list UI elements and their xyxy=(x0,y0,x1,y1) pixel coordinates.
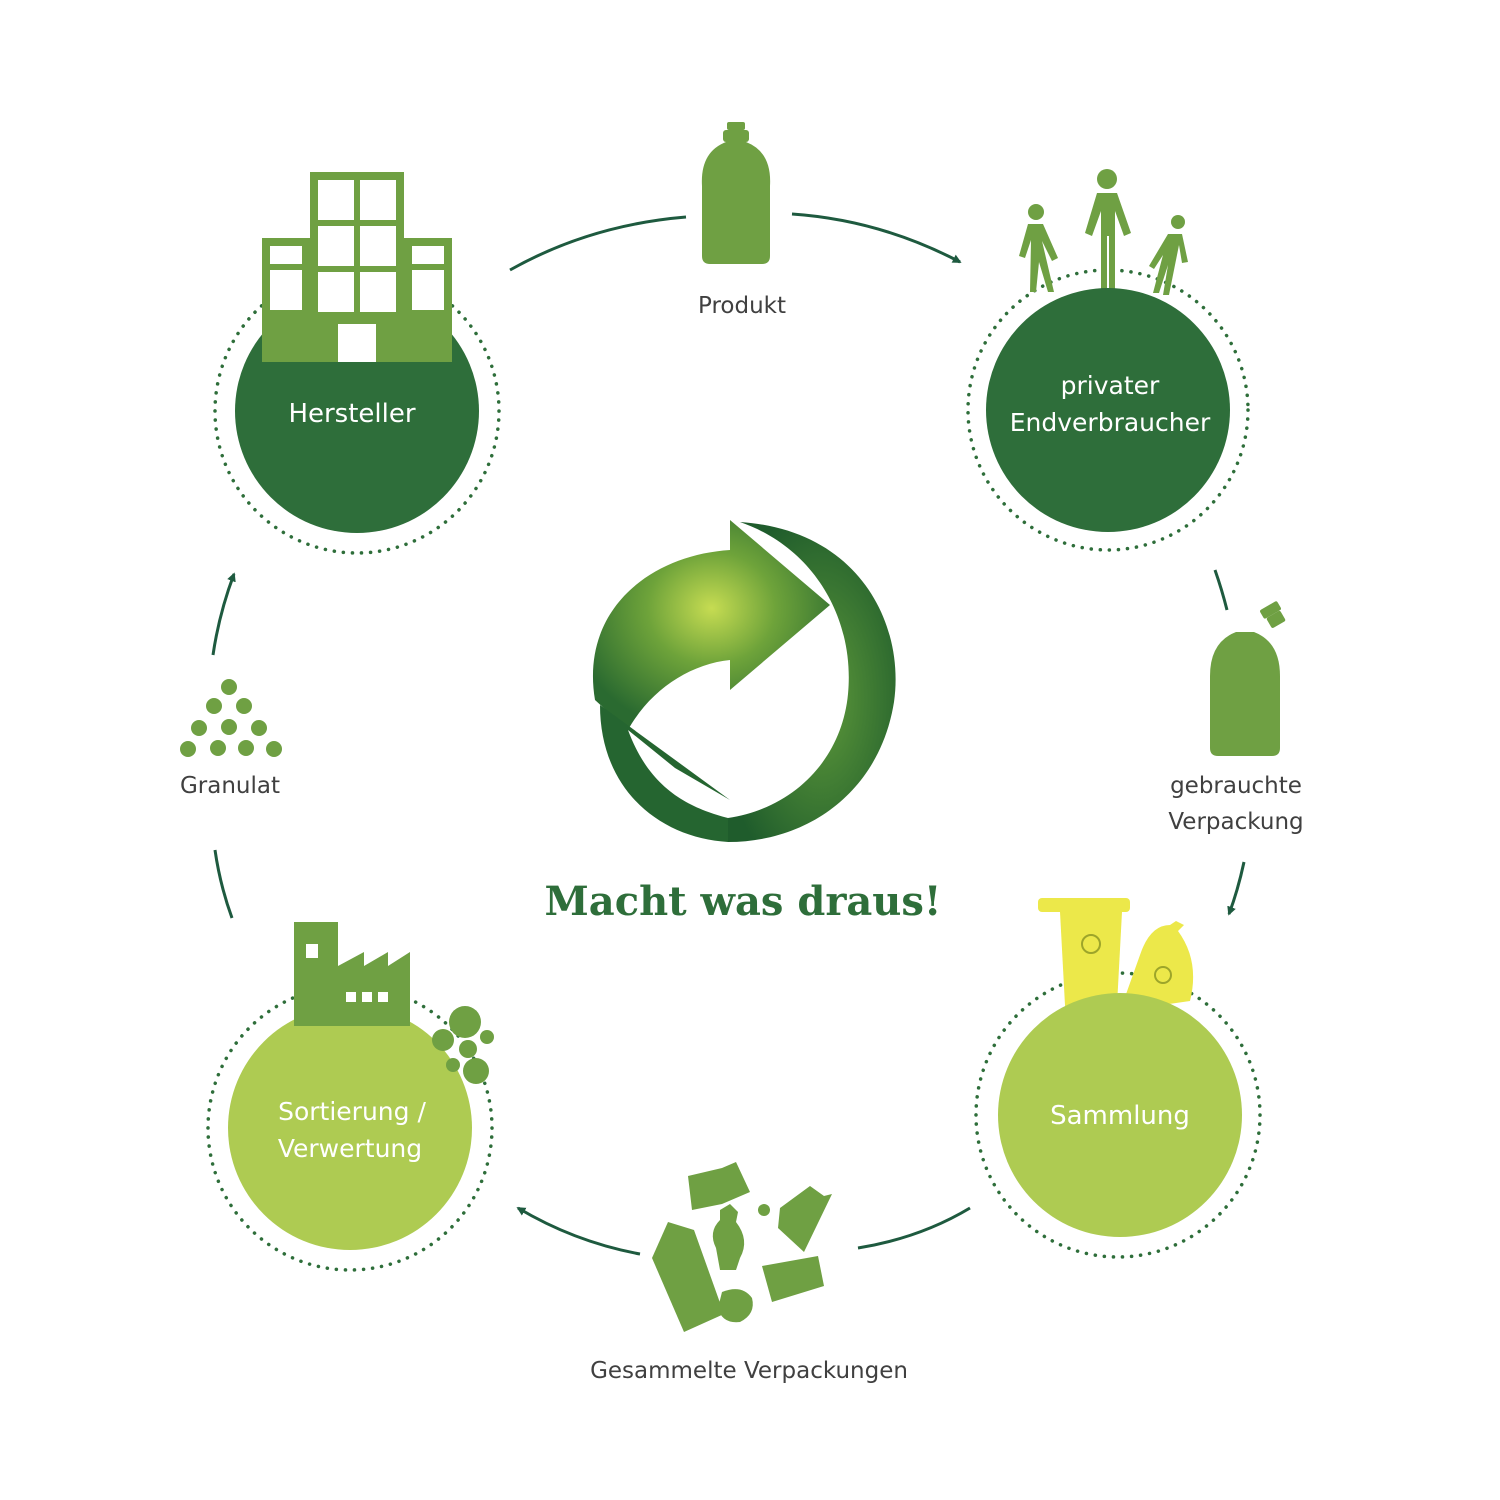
node-sortierung: Sortierung / Verwertung xyxy=(206,922,494,1272)
cycle-arrows xyxy=(211,212,1246,1256)
smoke-bubbles-icon xyxy=(432,1006,494,1084)
yellow-bag-icon xyxy=(1120,921,1194,1011)
used-bottle-icon xyxy=(1210,601,1286,756)
flow-produkt: Produkt xyxy=(698,122,786,319)
granules-icon xyxy=(180,679,282,757)
sammlung-circle xyxy=(998,993,1242,1237)
factory-building-icon xyxy=(262,172,452,362)
crushed-packaging-icon xyxy=(652,1162,832,1332)
arrow-sammlung-left xyxy=(857,1206,971,1250)
arrow-gesammelte-left xyxy=(516,1206,641,1256)
gebrauchte-label-line1: gebrauchte xyxy=(1170,773,1302,799)
flow-gesammelte-verpackungen: Gesammelte Verpackungen xyxy=(590,1162,908,1384)
arrow-sortierung-up xyxy=(213,849,234,919)
granulat-label: Granulat xyxy=(180,773,280,799)
node-hersteller: Hersteller xyxy=(213,172,501,555)
sortierung-circle xyxy=(228,1006,472,1250)
sammlung-label: Sammlung xyxy=(1050,1101,1190,1131)
slogan: Macht was draus! xyxy=(545,878,942,925)
sortierung-dotted-ring xyxy=(206,984,494,1272)
arrow-produkt-left xyxy=(509,215,687,272)
produkt-label: Produkt xyxy=(698,293,786,319)
gesammelte-label: Gesammelte Verpackungen xyxy=(590,1358,908,1384)
gebrauchte-label-line2: Verpackung xyxy=(1168,809,1303,835)
sortierung-label-line2: Verwertung xyxy=(278,1134,422,1163)
node-sammlung: Sammlung xyxy=(974,898,1262,1259)
arrow-granulat-up xyxy=(211,572,236,656)
arrow-verpackung-down xyxy=(1227,861,1246,916)
logo-lower-arrow xyxy=(600,705,730,842)
endverbraucher-circle xyxy=(986,288,1230,532)
flow-gebrauchte-verpackung: gebrauchte Verpackung xyxy=(1168,601,1304,835)
logo-right-crescent xyxy=(728,522,896,842)
arrow-verbraucher-down xyxy=(1213,569,1229,611)
logo-upper-arrow xyxy=(592,520,830,730)
sortierung-label-line1: Sortierung / xyxy=(278,1097,426,1126)
bottle-icon xyxy=(701,122,771,264)
people-icon xyxy=(1019,169,1188,295)
hersteller-label: Hersteller xyxy=(288,399,415,429)
node-endverbraucher: privater Endverbraucher xyxy=(966,169,1250,552)
industrial-plant-icon xyxy=(294,922,410,1026)
sammlung-dotted-ring xyxy=(974,971,1262,1259)
endverbraucher-label-line2: Endverbraucher xyxy=(1010,408,1211,437)
endverbraucher-label-line1: privater xyxy=(1061,371,1160,400)
recycling-logo xyxy=(592,520,896,842)
hersteller-dotted-ring xyxy=(213,267,501,555)
flow-granulat: Granulat xyxy=(180,679,282,799)
arrow-produkt-right xyxy=(791,212,962,264)
endverbraucher-dotted-ring xyxy=(966,268,1250,552)
